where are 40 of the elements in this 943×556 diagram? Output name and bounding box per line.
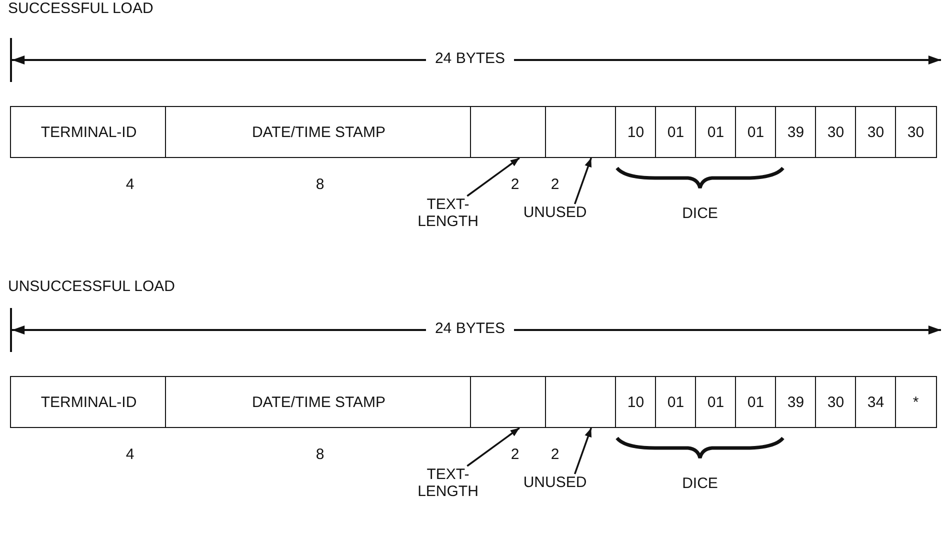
byte-cell: 01: [655, 376, 696, 428]
leader-arrow: [466, 157, 520, 197]
field-cell: DATE/TIME STAMP: [165, 106, 472, 158]
byte-cell: 01: [735, 106, 776, 158]
byte-cell: 01: [655, 106, 696, 158]
field-cell: DATE/TIME STAMP: [165, 376, 472, 428]
callout-label: TEXT-LENGTH: [416, 196, 480, 230]
byte-cell: 30: [855, 106, 896, 158]
field-size: 8: [314, 446, 326, 463]
heading: SUCCESSFUL LOAD: [8, 0, 154, 17]
callout-label: UNUSED: [522, 474, 588, 491]
field-cell: TERMINAL-ID: [10, 106, 168, 158]
byte-cell: 30: [895, 106, 936, 158]
leader-arrow: [574, 158, 592, 204]
byte-cell: 30: [815, 376, 856, 428]
field-size: 4: [124, 176, 136, 193]
field-size: 2: [550, 446, 560, 463]
group-label: DICE: [681, 205, 719, 222]
byte-cell: 01: [695, 106, 736, 158]
callout-label: UNUSED: [522, 204, 588, 221]
byte-cell: 01: [695, 376, 736, 428]
field-size: 8: [314, 176, 326, 193]
byte-cell: 34: [855, 376, 896, 428]
leader-arrow: [574, 428, 592, 474]
field-size: 4: [124, 446, 136, 463]
byte-cell: 10: [615, 376, 656, 428]
byte-cell: *: [895, 376, 936, 428]
field-size: 2: [510, 176, 520, 193]
byte-cell: 39: [775, 376, 816, 428]
field-size: 2: [510, 446, 520, 463]
callout-label: TEXT-LENGTH: [416, 466, 480, 500]
group-label: DICE: [681, 475, 719, 492]
field-size: 2: [550, 176, 560, 193]
leader-arrow: [466, 427, 520, 467]
field-cell: TERMINAL-ID: [10, 376, 168, 428]
byte-cell: 10: [615, 106, 656, 158]
byte-cell: 30: [815, 106, 856, 158]
heading: UNSUCCESSFUL LOAD: [8, 278, 176, 295]
byte-cell: 01: [735, 376, 776, 428]
byte-cell: 39: [775, 106, 816, 158]
